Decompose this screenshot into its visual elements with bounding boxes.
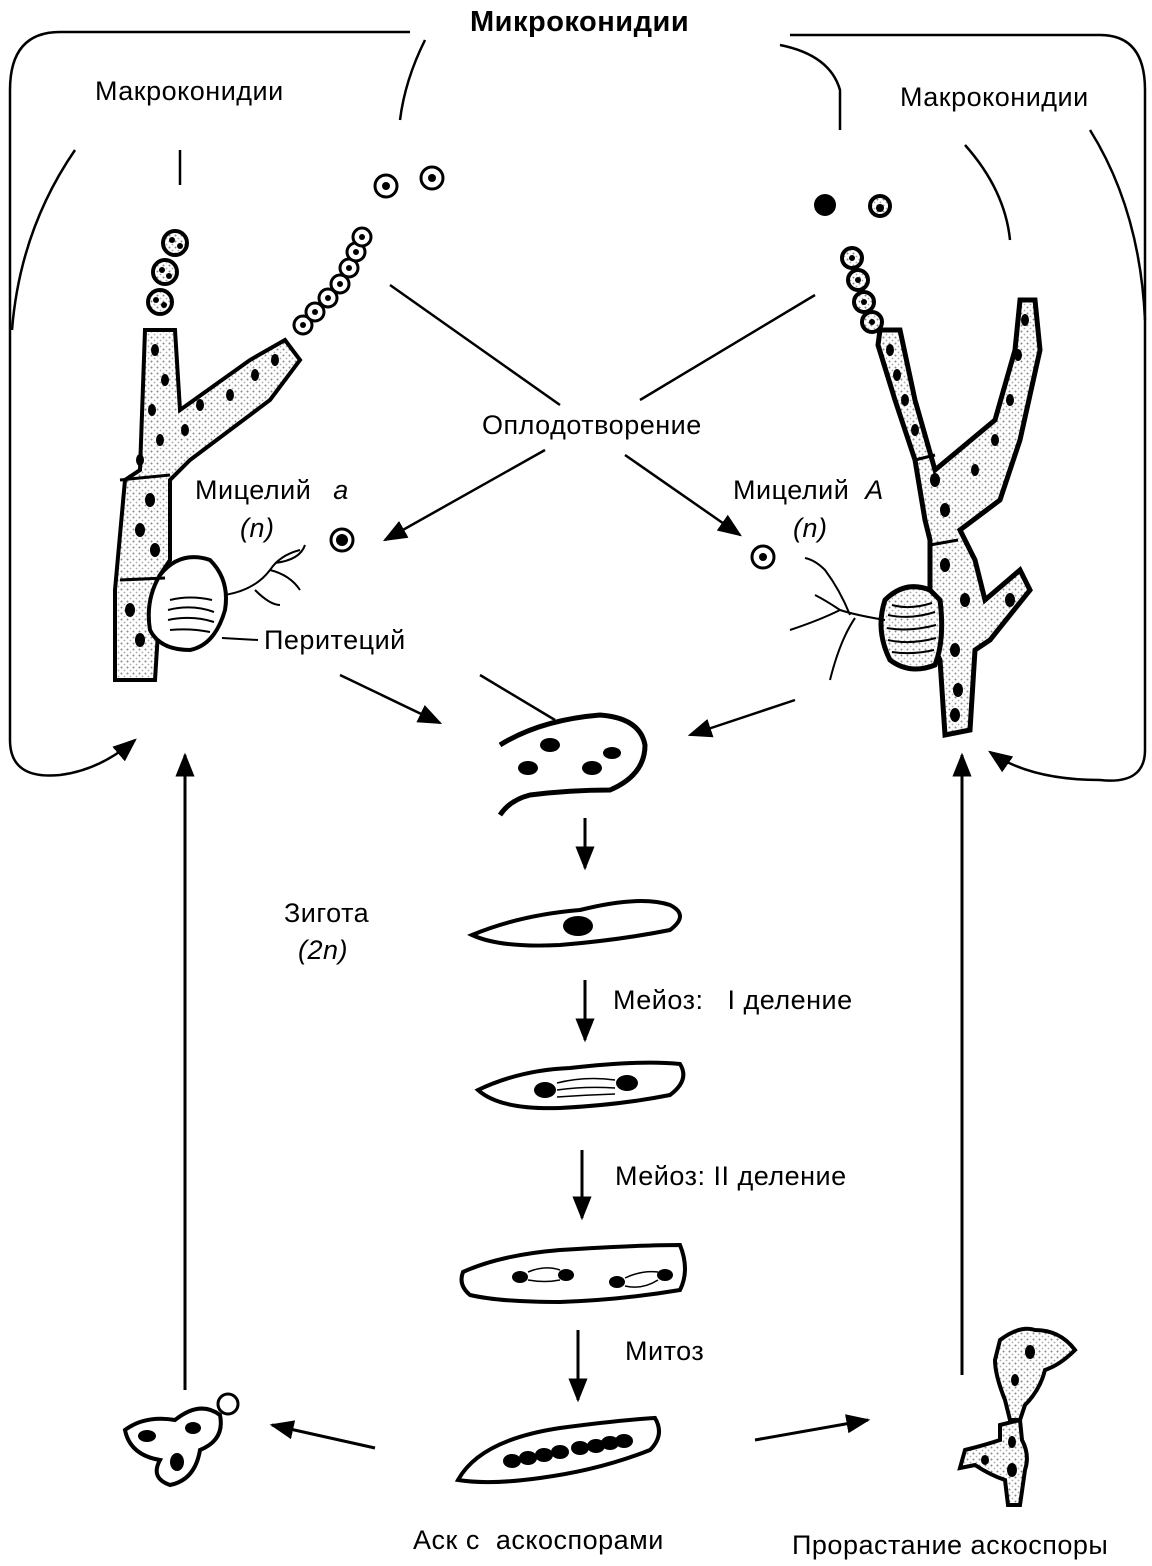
mycelium-A-ploidy: (n) <box>793 515 828 542</box>
mycelium-a-label: Мицелий a <box>195 477 349 504</box>
mycelium-a-ploidy: (n) <box>240 515 275 542</box>
mycelium-A-drawing <box>878 300 1040 735</box>
perithecium-pointer <box>222 638 258 640</box>
macroconidia-right-label: Макроконидии <box>900 84 1089 111</box>
ascus-cell <box>458 1418 659 1482</box>
macroconidia-chain-right <box>842 196 890 332</box>
microconidium-A <box>752 546 774 568</box>
germinating-ascospore <box>960 1329 1075 1505</box>
ascospore-left <box>125 1394 238 1485</box>
mycelium-a-type: a <box>333 475 349 505</box>
perithecium-label: Перитеций <box>264 627 406 654</box>
germination-label: Прорастание аскоспоры <box>792 1532 1108 1559</box>
mycelium-A-label: Мицелий A <box>733 477 884 504</box>
mycelium-a-word: Мицелий <box>195 475 311 505</box>
zygote-cell <box>472 901 680 946</box>
fused-cell-nuclei <box>518 738 621 775</box>
mycelium-A-type: A <box>865 475 884 505</box>
mycelium-A-word: Мицелий <box>733 475 849 505</box>
mitosis-label: Митоз <box>625 1338 704 1365</box>
meiosis-2-label: Мейоз: II деление <box>615 1163 847 1190</box>
meiosis-2-cell <box>462 1245 685 1302</box>
ascus-label: Аск с аскоспорами <box>413 1527 664 1554</box>
meiosis-1-cell <box>478 1063 683 1109</box>
microconidium-a <box>331 529 353 551</box>
sequence-arrows <box>578 818 585 1400</box>
macroconidia-left-label: Макроконидии <box>95 78 284 105</box>
microconidia-chain-left <box>294 167 443 334</box>
zygote-label: Зигота <box>284 900 369 927</box>
zygote-ploidy: (2n) <box>298 937 348 964</box>
fusion-arrows <box>340 675 795 735</box>
meiosis-1-label: Мейоз: I деление <box>613 987 853 1014</box>
fertilization-label: Оплодотворение <box>482 412 702 439</box>
microconidia-label: Микроконидии <box>470 8 689 37</box>
